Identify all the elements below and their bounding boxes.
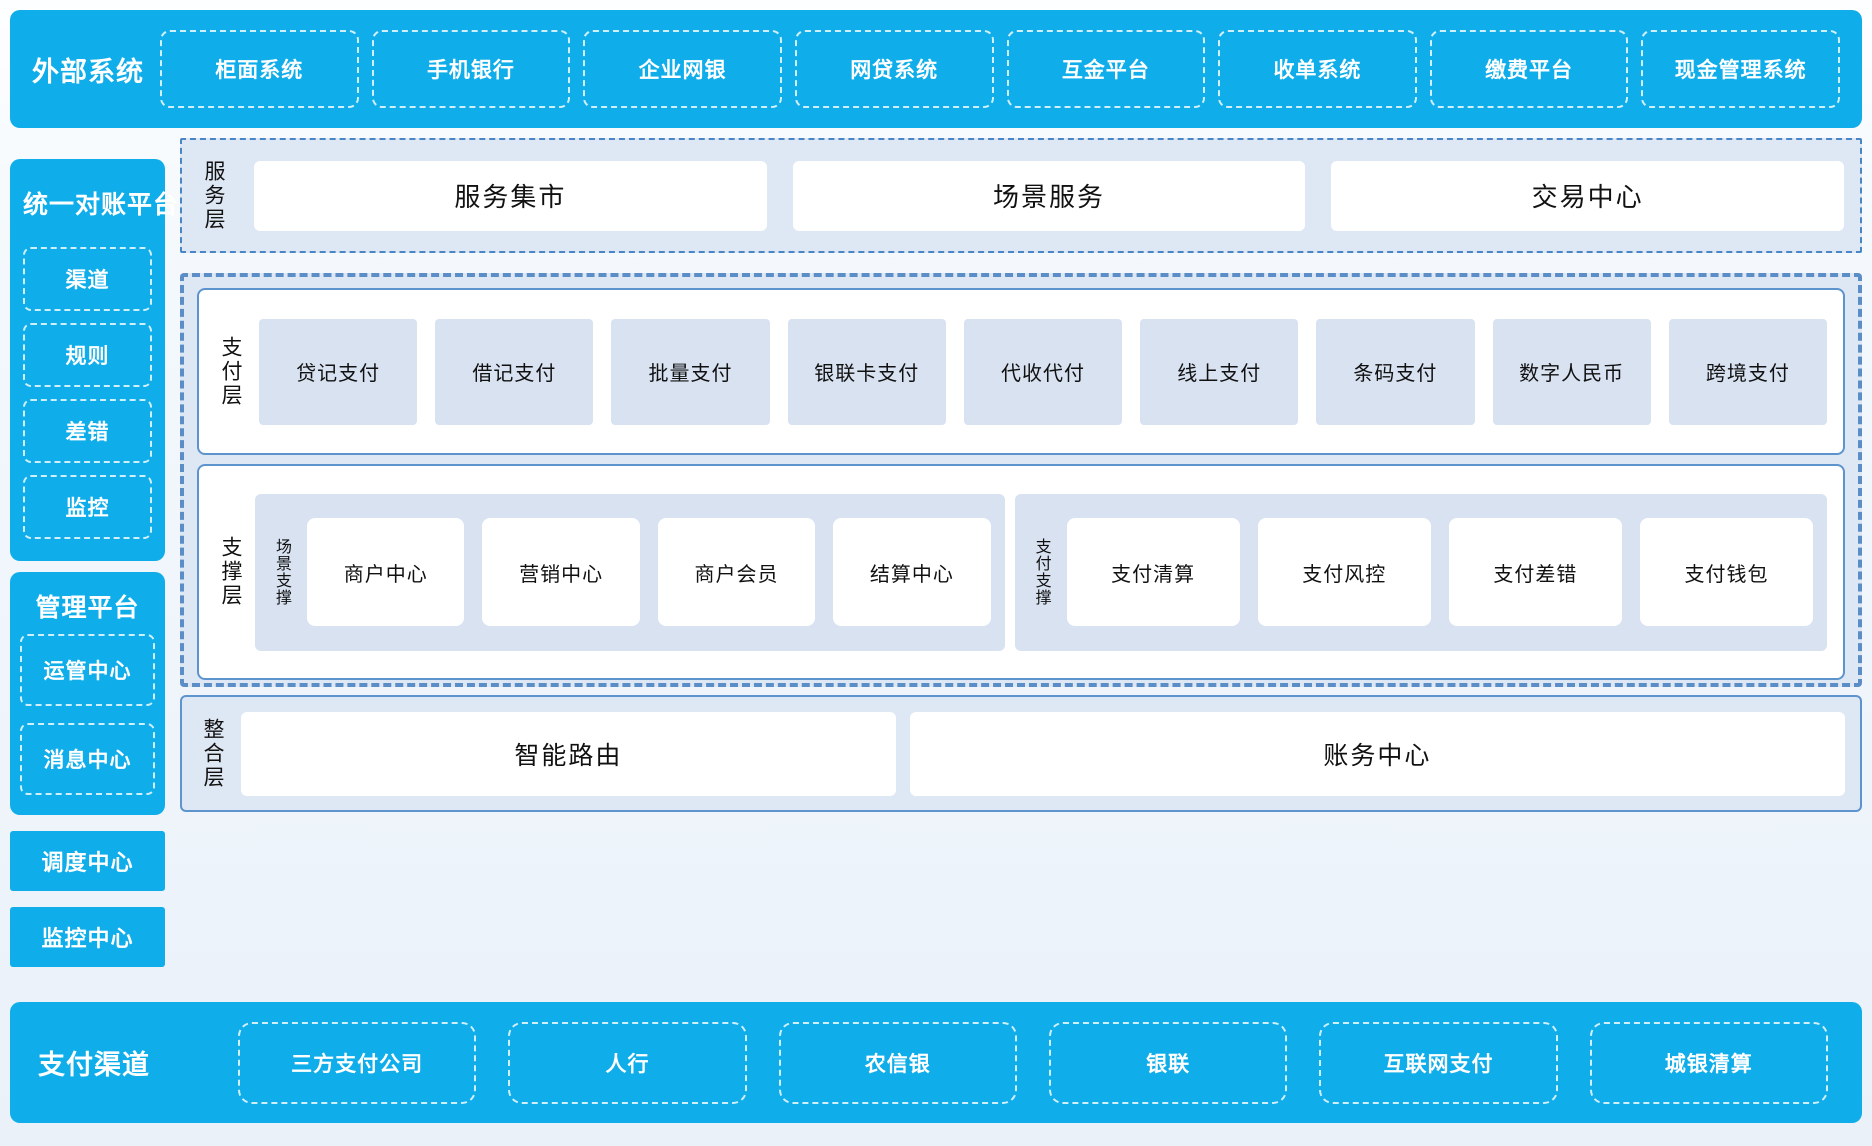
management-platform-panel: 管理平台 运管中心 消息中心: [10, 572, 165, 815]
payment-channel-items: 三方支付公司 人行 农信银 银联 互联网支付 城银清算: [238, 1021, 1834, 1104]
payment-channel-item: 人行: [508, 1021, 747, 1104]
reconciliation-item: 渠道: [23, 247, 152, 311]
reconciliation-item: 差错: [23, 399, 152, 463]
scene-support-label: 场景支撑: [273, 538, 290, 606]
management-item: 运管中心: [20, 634, 155, 706]
payment-channel-item: 银联: [1048, 1021, 1288, 1104]
payment-channel-item: 农信银: [778, 1021, 1017, 1104]
service-layer-box: 场景服务: [792, 160, 1306, 231]
reconciliation-platform-panel: 统一对账平台 渠道 规则 差错 监控: [10, 159, 180, 561]
service-layer-box: 服务集市: [254, 160, 767, 231]
payment-support-cell: 支付风控: [1257, 518, 1431, 626]
scene-support-cell: 结算中心: [833, 518, 991, 626]
external-systems-items: 柜面系统 手机银行 企业网银 网贷系统 互金平台 收单系统 缴费平台 现金管理系…: [160, 30, 1840, 108]
payment-cell: 数字人民币: [1492, 318, 1651, 425]
payment-cell: 贷记支付: [259, 318, 418, 425]
external-system-item: 收单系统: [1218, 30, 1417, 108]
external-system-item: 企业网银: [583, 30, 782, 108]
payment-support-cells: 支付清算 支付风控 支付差错 支付钱包: [1066, 518, 1813, 626]
payment-cell: 跨境支付: [1668, 318, 1827, 425]
external-system-item: 现金管理系统: [1641, 30, 1840, 108]
payment-layer-label: 支付层: [219, 335, 242, 408]
payment-support-cell: 支付差错: [1448, 518, 1622, 626]
payment-cell: 代收代付: [963, 318, 1123, 425]
payment-support-group: 支付支撑 支付清算 支付风控 支付差错 支付钱包: [1014, 493, 1827, 651]
payment-support-cell: 支付清算: [1066, 518, 1240, 626]
payment-cell: 条码支付: [1316, 318, 1475, 425]
payment-cell: 线上支付: [1140, 318, 1299, 425]
left-sidebar: 统一对账平台 渠道 规则 差错 监控 管理平台 运管中心 消息中心 调度中心 监…: [10, 159, 180, 992]
payment-channels-bar: 支付渠道 三方支付公司 人行 农信银 银联 互联网支付 城银清算: [10, 1002, 1862, 1123]
middle-row: 统一对账平台 渠道 规则 差错 监控 管理平台 运管中心 消息中心 调度中心 监…: [10, 128, 1862, 992]
payment-cell: 银联卡支付: [787, 318, 946, 425]
payment-cell: 借记支付: [435, 318, 594, 425]
reconciliation-item: 规则: [23, 323, 152, 387]
support-layer-label: 支撑层: [219, 536, 242, 608]
payment-channel-item: 三方支付公司: [238, 1021, 477, 1104]
scene-support-cells: 商户中心 营销中心 商户会员 结算中心: [307, 518, 991, 626]
payment-channels-title: 支付渠道: [38, 1050, 150, 1080]
payment-support-wrapper: 支付层 贷记支付 借记支付 批量支付 银联卡支付 代收代付 线上支付 条码支付 …: [180, 273, 1862, 687]
service-layer-band: 服务层 服务集市 场景服务 交易中心: [180, 138, 1862, 253]
scene-support-group: 场景支撑 商户中心 营销中心 商户会员 结算中心: [255, 493, 1005, 651]
payment-cells: 贷记支付 借记支付 批量支付 银联卡支付 代收代付 线上支付 条码支付 数字人民…: [259, 318, 1827, 425]
scene-support-cell: 商户会员: [657, 518, 816, 626]
service-layer-box: 交易中心: [1331, 160, 1845, 231]
payment-channel-item: 城银清算: [1589, 1021, 1828, 1104]
external-systems-title: 外部系统: [32, 56, 144, 87]
payment-layer-box: 支付层 贷记支付 借记支付 批量支付 银联卡支付 代收代付 线上支付 条码支付 …: [197, 288, 1845, 455]
external-system-item: 缴费平台: [1429, 30, 1629, 108]
external-system-item: 柜面系统: [160, 30, 359, 108]
service-layer-label: 服务层: [202, 159, 225, 232]
scene-support-cell: 营销中心: [482, 518, 640, 626]
external-system-item: 互金平台: [1006, 30, 1206, 108]
payment-support-cell: 支付钱包: [1639, 518, 1813, 626]
smart-routing-box: 智能路由: [241, 711, 896, 796]
management-platform-title: 管理平台: [35, 594, 140, 622]
external-system-item: 网贷系统: [794, 30, 994, 108]
main-layers: 服务层 服务集市 场景服务 交易中心 支付层 贷记支付 借记支付 批量支付 银联…: [180, 138, 1862, 992]
accounting-center-box: 账务中心: [909, 711, 1845, 796]
integration-layer-label: 整合层: [201, 717, 224, 790]
external-systems-bar: 外部系统 柜面系统 手机银行 企业网银 网贷系统 互金平台 收单系统 缴费平台 …: [10, 10, 1862, 128]
payment-channel-item: 互联网支付: [1319, 1021, 1558, 1104]
scene-support-cell: 商户中心: [307, 518, 465, 626]
external-system-item: 手机银行: [371, 30, 571, 108]
payment-support-label: 支付支撑: [1032, 538, 1050, 606]
reconciliation-item: 监控: [23, 475, 152, 539]
monitor-center-box: 监控中心: [10, 907, 165, 967]
payment-cell: 批量支付: [611, 318, 770, 425]
support-layer-box: 支撑层 场景支撑 商户中心 营销中心 商户会员 结算中心 支付支撑: [197, 464, 1845, 680]
reconciliation-platform-title: 统一对账平台: [23, 191, 180, 219]
integration-layer-band: 整合层 智能路由 账务中心: [180, 695, 1862, 812]
dispatch-center-box: 调度中心: [10, 831, 165, 891]
management-item: 消息中心: [20, 723, 155, 795]
